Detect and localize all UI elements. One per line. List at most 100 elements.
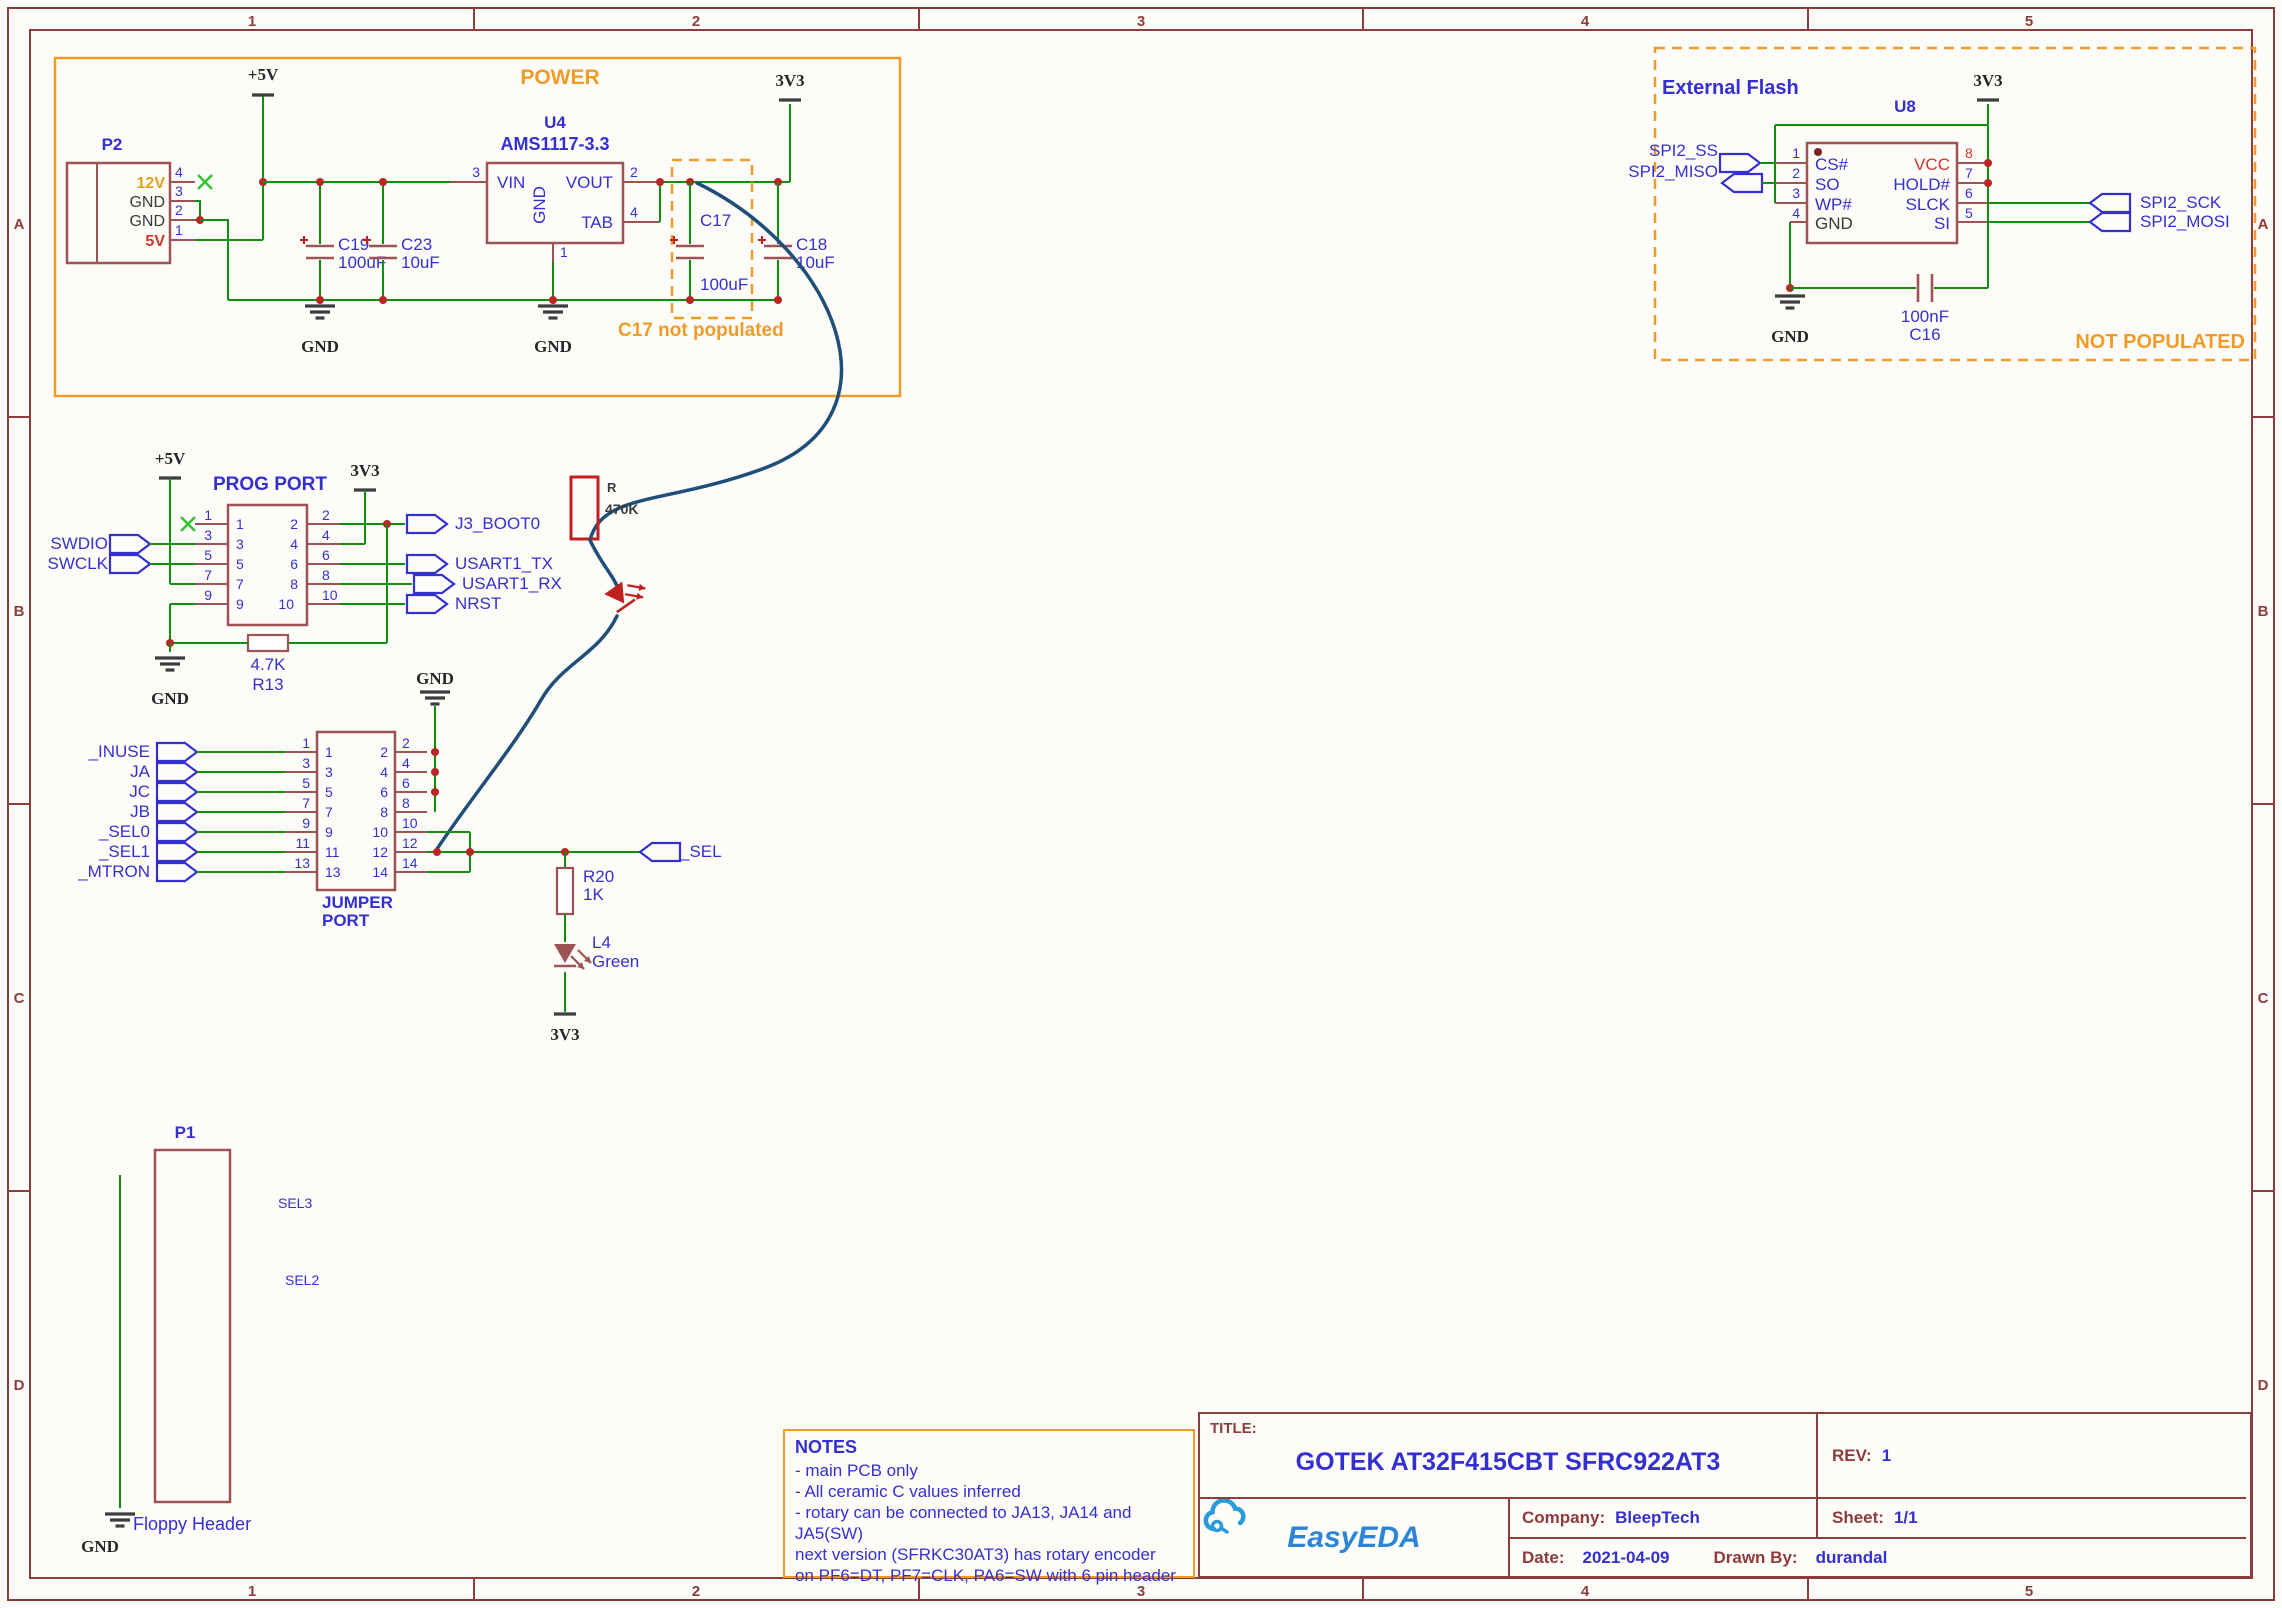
label: 12 (402, 835, 418, 851)
easyeda-logo-text: EasyEDA (1287, 1520, 1421, 1554)
label: 4 (175, 164, 183, 180)
annotation-path (588, 538, 619, 588)
label: 2 (402, 735, 410, 751)
label: _SEL0 (98, 822, 150, 841)
label: 100uF (338, 253, 386, 272)
label: 8 (1965, 145, 1973, 161)
label: AMS1117-3.3 (500, 134, 609, 154)
label: USART1_RX (462, 574, 562, 593)
label: 4 (322, 527, 330, 543)
label: _SEL1 (98, 842, 150, 861)
net-flag (155, 841, 199, 863)
label: 3 (1137, 1583, 1145, 1600)
label: 4 (1581, 13, 1590, 30)
label: 3 (325, 764, 333, 780)
net-flag (2088, 211, 2132, 233)
no-connect-x (197, 174, 213, 190)
label: SWCLK (48, 554, 109, 573)
box (1805, 141, 1959, 245)
label: 1 (248, 1583, 256, 1600)
led-bar (616, 598, 636, 614)
label: 7 (204, 567, 212, 583)
label: 13 (325, 864, 341, 880)
date-cell: Date: 2021-04-09 Drawn By: durandal (1508, 1537, 2246, 1576)
label: GND (129, 194, 165, 211)
no-connect-x (180, 516, 196, 532)
resistor (246, 633, 290, 653)
label: P2 (102, 135, 123, 154)
label: 2 (630, 164, 638, 180)
net-flag (155, 801, 199, 823)
net-flag (155, 741, 199, 763)
net-flag (405, 513, 449, 535)
note-line: on PF6=DT, PF7=CLK, PA6=SW with 6 pin he… (795, 1566, 1176, 1585)
junction-dot (379, 296, 387, 304)
junction-dot (431, 788, 439, 796)
label: USART1_TX (455, 554, 553, 573)
junction-dot (1984, 159, 1992, 167)
label: JB (130, 802, 150, 821)
net-flag (412, 573, 456, 595)
label: External Flash (1662, 77, 1799, 99)
label: 2 (1792, 165, 1800, 181)
label: A (2258, 216, 2269, 233)
label: B (14, 603, 25, 620)
label: 8 (322, 567, 330, 583)
net-flag (405, 553, 449, 575)
easyeda-logo-icon (1203, 1499, 1246, 1534)
label: U8 (1894, 97, 1916, 116)
label: 2 (380, 744, 388, 760)
label: 3 (204, 527, 212, 543)
net-flag (2088, 192, 2132, 214)
label: SO (1815, 175, 1840, 194)
label: SPI2_MOSI (2140, 212, 2230, 231)
label: L4 (592, 933, 611, 952)
label: P1 (175, 1123, 196, 1142)
label: GND (1771, 327, 1809, 346)
label: NOT POPULATED (2075, 331, 2245, 353)
label: 9 (325, 824, 333, 840)
label: HOLD# (1893, 175, 1950, 194)
label: 14 (372, 864, 388, 880)
label: 3 (236, 536, 244, 552)
label: 7 (325, 804, 333, 820)
label: D (2258, 1377, 2269, 1394)
sheet-label: Sheet: (1832, 1508, 1884, 1527)
junction-dot (549, 296, 557, 304)
box (53, 56, 902, 398)
label: 3 (302, 755, 310, 771)
label: 5 (325, 784, 333, 800)
label: 5 (236, 556, 244, 572)
label: _INUSE (88, 742, 150, 761)
note-line: - main PCB only (795, 1461, 918, 1480)
label: 10uF (401, 253, 440, 272)
led-arrow (638, 583, 646, 591)
label: 3 (1137, 13, 1145, 30)
label: 12 (372, 844, 388, 860)
label: C18 (796, 235, 827, 254)
junction-dot (656, 178, 664, 186)
label: POWER (520, 66, 599, 89)
label: TAB (581, 213, 613, 232)
label: 1K (583, 885, 604, 904)
label: 5 (2025, 13, 2033, 30)
label: 2 (692, 13, 700, 30)
label: 2 (175, 202, 183, 218)
label: 13 (294, 855, 310, 871)
label: Floppy Header (133, 1514, 251, 1534)
label: 5 (1965, 205, 1973, 221)
label: 6 (380, 784, 388, 800)
label: WP# (1815, 195, 1852, 214)
label: SLCK (1906, 195, 1951, 214)
label: GND (534, 337, 572, 356)
title-cell: TITLE: GOTEK AT32F415CBT SFRC922AT3 (1200, 1414, 1816, 1497)
annotation-path (588, 181, 843, 542)
label: JUMPER (322, 893, 393, 912)
net-flag (1718, 152, 1762, 174)
led (554, 944, 592, 970)
label: 10uF (796, 253, 835, 272)
label: JC (129, 782, 150, 801)
